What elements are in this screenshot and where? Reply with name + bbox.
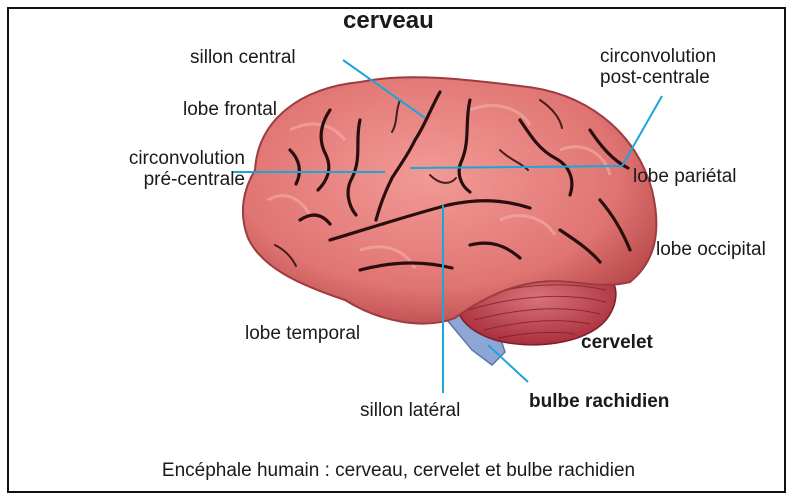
label-lobe-frontal: lobe frontal xyxy=(183,99,277,120)
label-sillon-lateral: sillon latéral xyxy=(360,400,460,421)
label-lobe-parietal: lobe pariétal xyxy=(633,166,737,187)
label-circ-pre-line1: circonvolution xyxy=(93,148,245,169)
label-circ-post-line1: circonvolution xyxy=(600,46,716,67)
label-circonvolution-post-centrale: circonvolution post-centrale xyxy=(600,46,716,88)
diagram-title: cerveau xyxy=(343,7,434,35)
label-lobe-temporal: lobe temporal xyxy=(245,323,360,344)
label-cervelet: cervelet xyxy=(581,332,653,353)
label-circ-post-line2: post-centrale xyxy=(600,67,716,88)
label-circonvolution-pre-centrale: circonvolution pré-centrale xyxy=(93,148,245,190)
label-sillon-central: sillon central xyxy=(190,47,296,68)
label-lobe-occipital: lobe occipital xyxy=(656,239,766,260)
figure-caption: Encéphale humain : cerveau, cervelet et … xyxy=(0,460,797,482)
label-circ-pre-line2: pré-centrale xyxy=(93,169,245,190)
label-bulbe-rachidien: bulbe rachidien xyxy=(529,391,669,412)
